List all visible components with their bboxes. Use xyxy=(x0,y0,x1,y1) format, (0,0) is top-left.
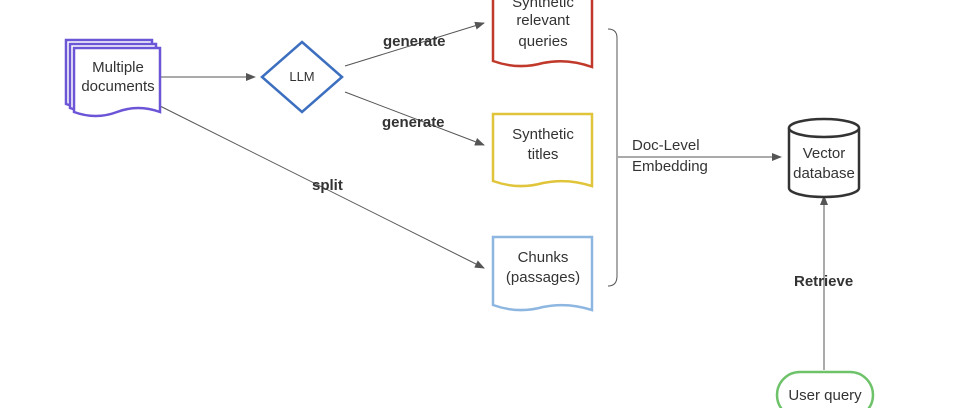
chunks-label-line2: (passages) xyxy=(506,269,580,286)
titles-document-shape xyxy=(491,112,594,188)
edge-label-embedding-line2: Embedding xyxy=(632,158,708,175)
edge-label-split: split xyxy=(312,177,343,194)
node-user-query: User query xyxy=(775,370,875,408)
llm-label: LLM xyxy=(289,69,314,84)
titles-label-line1: Synthetic xyxy=(512,126,574,143)
node-synthetic-queries: Synthetic relevant queries xyxy=(491,0,594,69)
node-synthetic-titles: Synthetic titles xyxy=(491,112,594,188)
database-label-line2: database xyxy=(793,165,855,182)
edge-label-generate-titles: generate xyxy=(382,114,445,131)
queries-document-shape xyxy=(491,0,594,69)
chunks-document-shape xyxy=(491,235,594,312)
edge-label-embedding-line1: Doc-Level xyxy=(632,137,700,154)
edge-llm-to-queries xyxy=(344,21,485,67)
node-chunks: Chunks (passages) xyxy=(491,235,594,312)
database-cylinder-top xyxy=(787,117,861,139)
node-llm: LLM xyxy=(260,40,344,114)
queries-label-line2: relevant xyxy=(516,12,570,29)
documents-label-line1: Multiple xyxy=(92,59,144,76)
database-cylinder-body xyxy=(787,128,861,199)
document-shape-front xyxy=(72,46,162,118)
group-brace xyxy=(607,28,618,287)
database-label-line1: Vector xyxy=(803,145,846,162)
chunks-label-line1: Chunks xyxy=(518,249,569,266)
llm-diamond xyxy=(260,40,344,114)
edge-label-retrieve: Retrieve xyxy=(794,273,853,290)
edge-documents-to-chunks xyxy=(159,105,485,269)
documents-label-line2: documents xyxy=(81,78,154,95)
queries-label-line1: Synthetic xyxy=(512,0,574,11)
node-multiple-documents: Multiple documents xyxy=(64,38,162,118)
edge-labels: generate generate split Doc-Level Embedd… xyxy=(312,33,853,290)
edge-label-generate-queries: generate xyxy=(383,33,446,50)
titles-label-line2: titles xyxy=(528,146,559,163)
user-query-label: User query xyxy=(788,387,862,404)
user-query-pill xyxy=(775,370,875,408)
edge-llm-to-titles xyxy=(344,91,485,146)
node-vector-database: Vector database xyxy=(787,117,861,199)
edges xyxy=(159,21,828,370)
queries-label-line3: queries xyxy=(518,33,567,50)
